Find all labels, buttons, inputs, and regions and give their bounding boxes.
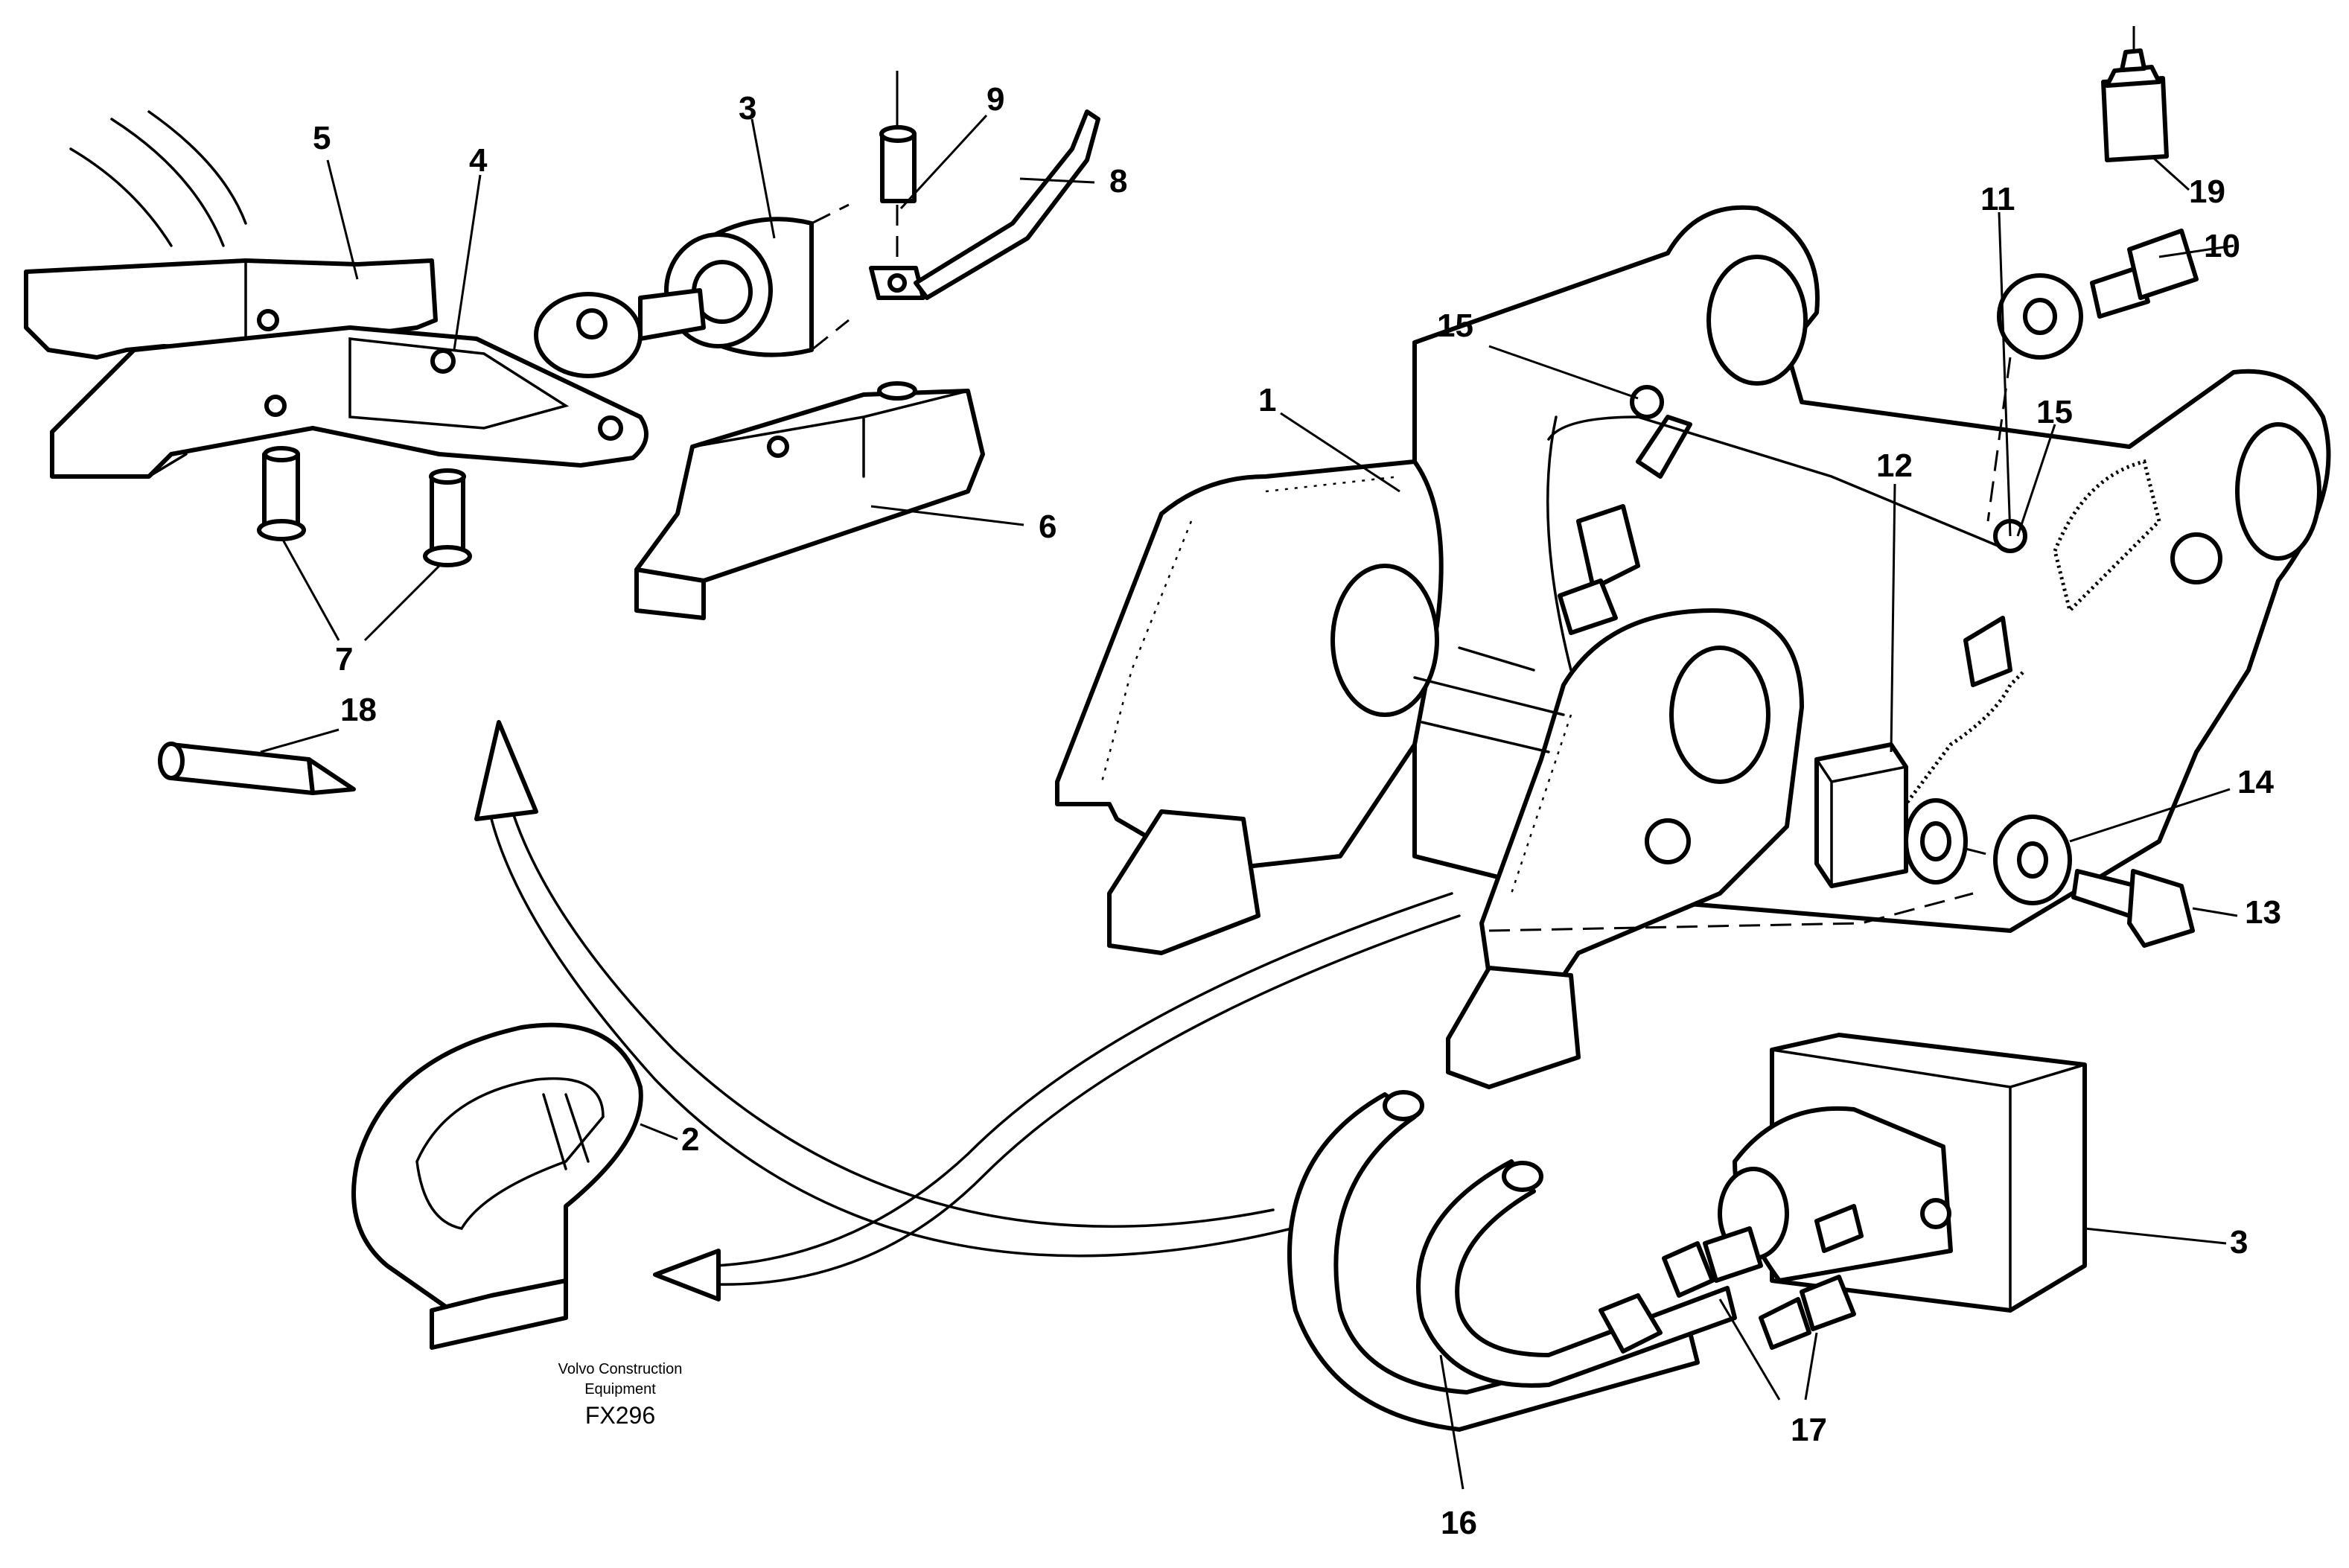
callout-6: 6 (1039, 509, 1056, 545)
cylinder-top (534, 203, 850, 378)
callout-labels: 5 4 3 9 8 6 7 18 1 15 11 10 19 12 15 14 … (313, 81, 2281, 1541)
pointed-pin (158, 742, 356, 795)
callout-16: 16 (1441, 1505, 1477, 1541)
publisher-line-1: Volvo Construction (558, 1361, 683, 1377)
callout-3-top: 3 (739, 90, 756, 127)
callout-19: 19 (2189, 173, 2225, 210)
callout-1: 1 (1258, 382, 1276, 418)
leader-lines (260, 114, 2238, 1490)
flow-arrows (474, 720, 1461, 1301)
callout-11: 11 (1980, 181, 2015, 217)
callout-3-bottom: 3 (2230, 1224, 2248, 1261)
callout-13: 13 (2245, 894, 2281, 931)
callout-9: 9 (987, 81, 1004, 118)
callout-12: 12 (1876, 447, 1913, 484)
callout-17: 17 (1791, 1412, 1827, 1448)
coupler-frame (1055, 205, 2331, 1089)
callout-5: 5 (313, 120, 331, 156)
wedge-block (634, 381, 985, 620)
callout-10: 10 (2204, 228, 2240, 264)
callout-15-left: 15 (1437, 307, 1473, 344)
callout-7: 7 (335, 641, 353, 678)
lever-plate-assembly (24, 110, 648, 567)
c-bushing (351, 1022, 643, 1350)
sleeve-and-rod (869, 71, 1100, 300)
callout-2: 2 (681, 1121, 699, 1158)
diagram-footer: Volvo Construction Equipment FX296 (558, 1361, 683, 1429)
callout-18: 18 (340, 692, 377, 728)
callout-14: 14 (2237, 764, 2274, 800)
publisher-line-2: Equipment (584, 1381, 656, 1398)
callout-4: 4 (469, 142, 488, 179)
cylinder-bottom (1718, 1033, 2087, 1313)
figure-code: FX296 (585, 1402, 655, 1429)
callout-15-right: 15 (2036, 394, 2073, 430)
washer-and-bolt-right (1965, 815, 2195, 948)
hoses-and-fittings (1287, 1090, 1856, 1432)
callout-8: 8 (1109, 163, 1127, 200)
washer-and-bolt-top (1986, 229, 2199, 522)
adhesive-bottle (2101, 26, 2169, 162)
